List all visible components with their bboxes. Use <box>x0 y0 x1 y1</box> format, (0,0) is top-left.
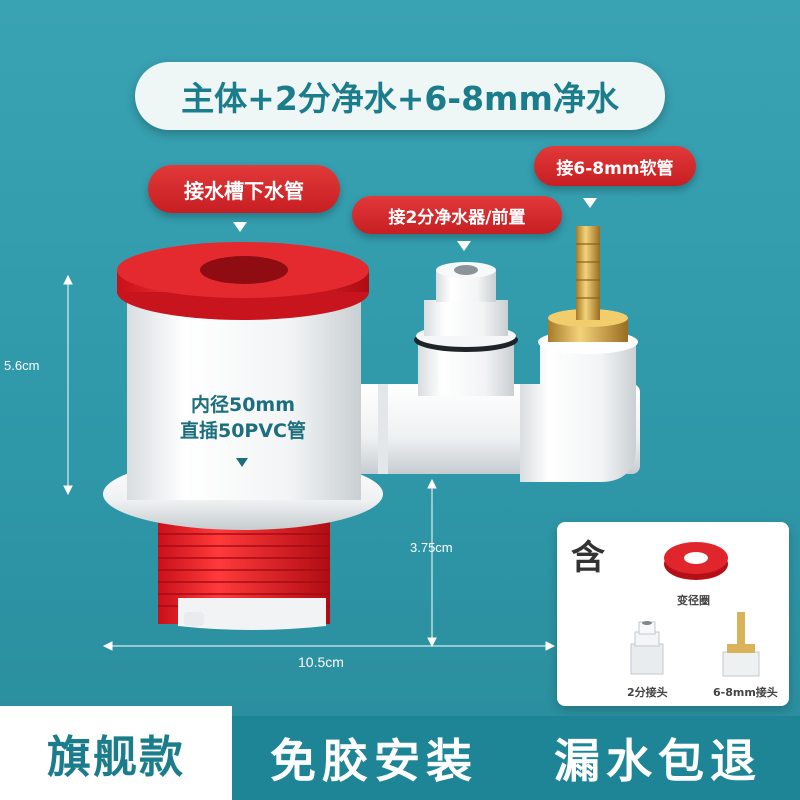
included-item-label: 2分接头 <box>627 686 668 699</box>
slogan-leak-refund: 漏水包退 <box>554 734 762 788</box>
arrow-down-icon <box>457 241 471 251</box>
slogan-bar: 免胶安装 漏水包退 <box>232 716 800 800</box>
included-item-label: 6-8mm接头 <box>713 686 778 699</box>
arrow-down-icon <box>236 458 248 467</box>
inner-diameter-text: 内径50mm 直插50PVC管 <box>150 392 336 444</box>
title-banner: 主体+2分净水+6-8mm净水 <box>135 62 665 130</box>
brass-connector-icon <box>722 612 760 677</box>
slogan-glue-free: 免胶安装 <box>270 734 478 788</box>
two-fen-connector-icon <box>630 621 664 675</box>
red-threaded-base <box>158 508 330 630</box>
dim-branch-height: 3.75cm <box>410 540 453 555</box>
arrow-down-icon <box>583 198 597 208</box>
tag-hose: 接6-8mm软管 <box>534 146 696 186</box>
arrow-down-icon <box>233 222 247 232</box>
included-box: 含 变径圈 2分接头 6-8mm接头 <box>557 522 789 706</box>
dimension-lines <box>63 274 556 651</box>
brass-elbow-connector <box>520 226 638 482</box>
page-title: 主体+2分净水+6-8mm净水 <box>181 79 619 118</box>
inner-line-2: 直插50PVC管 <box>179 420 306 442</box>
dim-height: 5.6cm <box>4 358 40 373</box>
inner-line-1: 内径50mm <box>190 394 296 416</box>
flagship-badge: 旗舰款 <box>0 706 232 800</box>
tag-drain: 接水槽下水管 <box>148 165 340 213</box>
included-item-label: 变径圈 <box>677 594 710 607</box>
dim-width: 10.5cm <box>298 654 344 670</box>
reducer-ring-icon <box>664 542 728 580</box>
purifier-connector <box>414 262 518 396</box>
tag-purifier: 接2分净水器/前置 <box>352 196 562 234</box>
flagship-text: 旗舰款 <box>47 732 185 783</box>
included-title: 含 <box>571 538 605 578</box>
